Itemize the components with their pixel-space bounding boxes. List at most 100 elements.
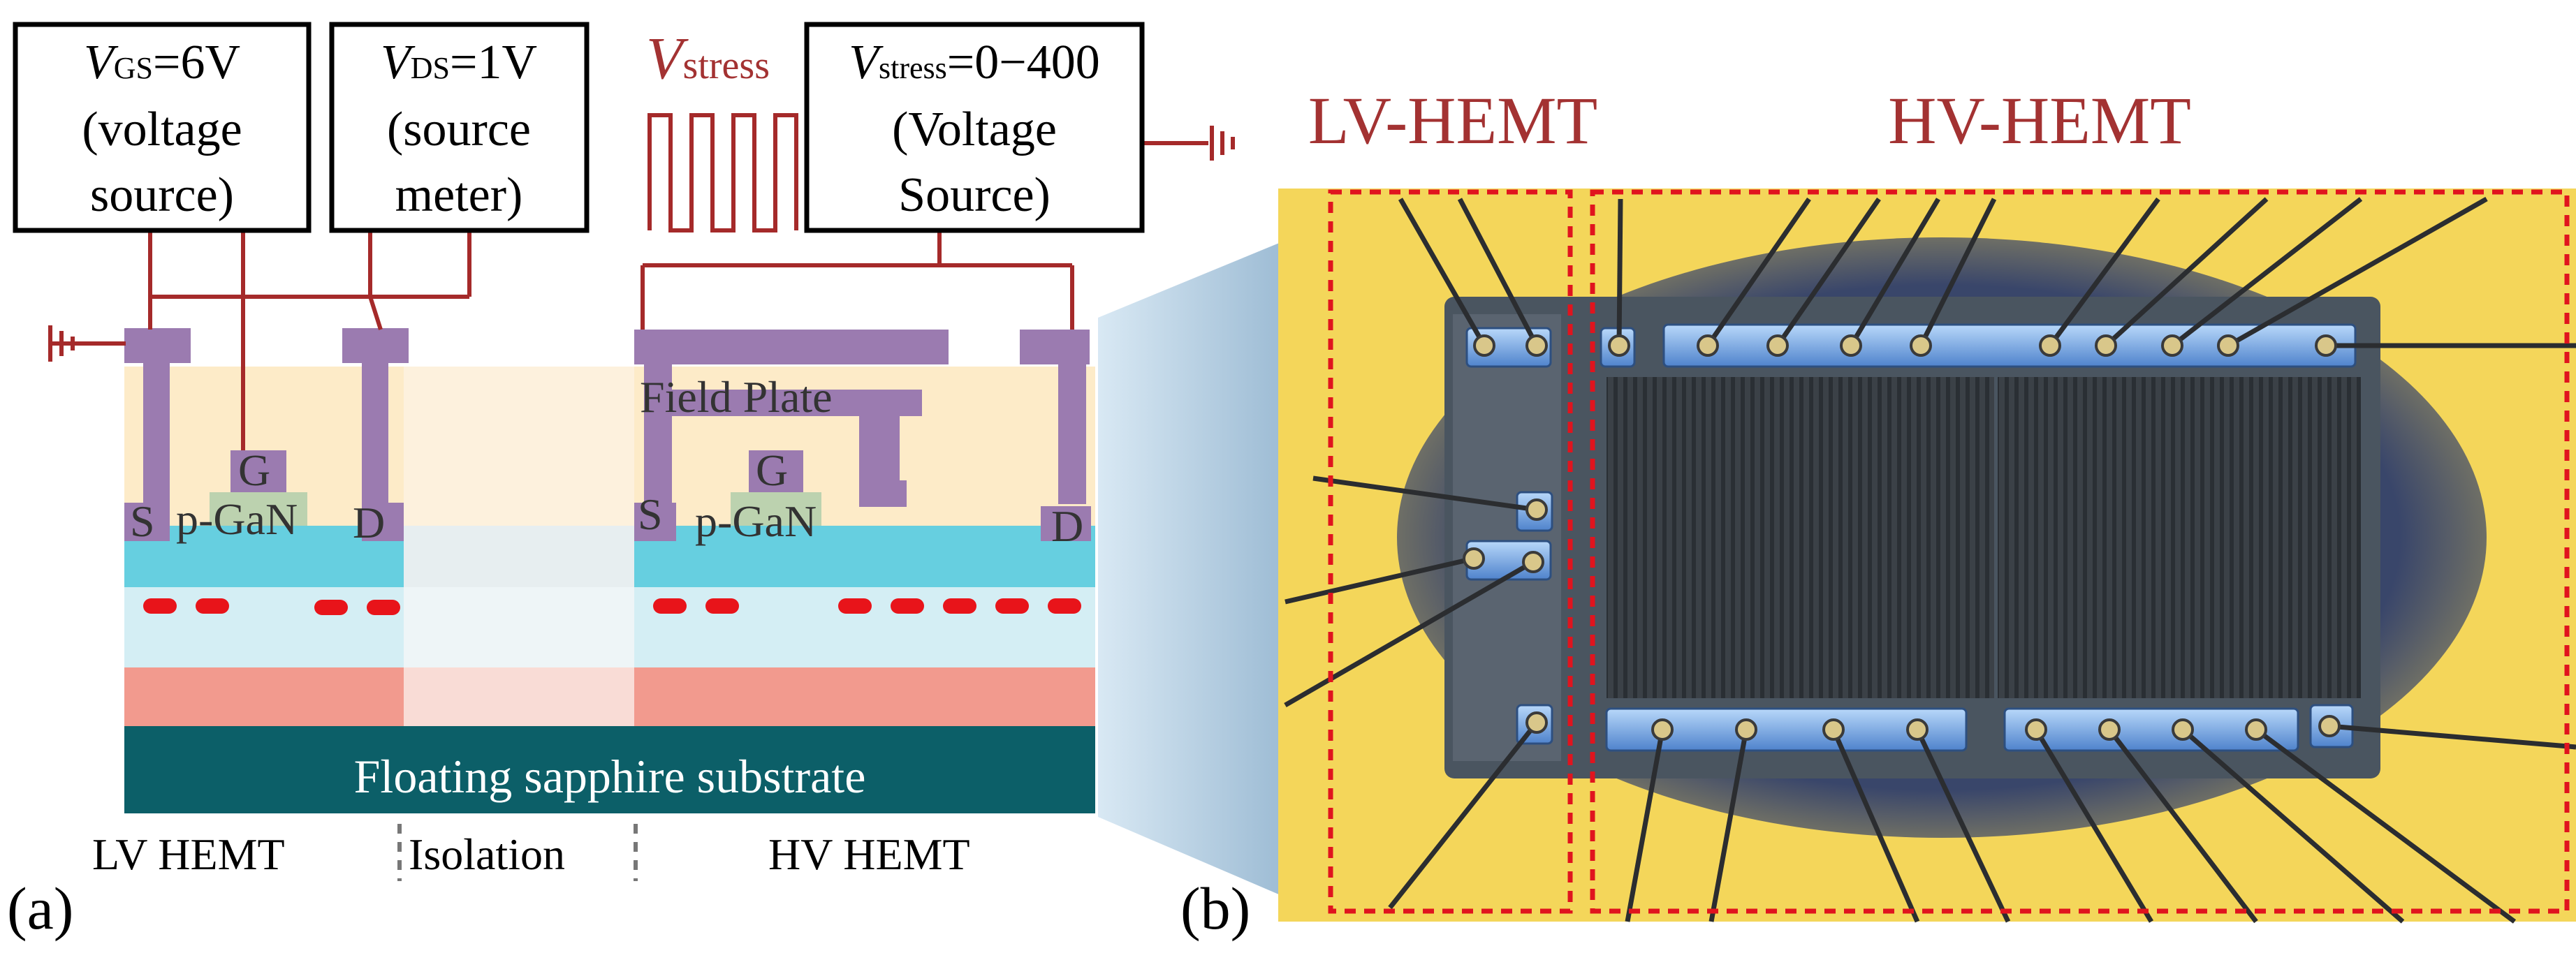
hv-pgan-label: p-GaN xyxy=(695,496,817,546)
bond-ball xyxy=(2315,334,2337,357)
bond-pad xyxy=(1605,707,1968,752)
field-plate-tip xyxy=(859,480,907,507)
vstress-line3: Source) xyxy=(898,168,1051,222)
lv-metal xyxy=(124,328,409,541)
hv-hemt-title: HV-HEMT xyxy=(1888,83,2191,158)
lv-pgan-label: p-GaN xyxy=(176,494,298,544)
bond-ball xyxy=(2318,715,2341,737)
vds-symbol: V xyxy=(381,36,416,89)
2deg-dash xyxy=(314,600,348,615)
bond-ball xyxy=(2095,334,2117,357)
isolation-label: Isolation xyxy=(409,829,565,879)
lv-source-pad xyxy=(124,503,170,541)
vstress-line2: (Voltage xyxy=(892,103,1057,156)
vds-line3: meter) xyxy=(395,168,523,222)
substrate-label: Floating sapphire substrate xyxy=(354,750,866,803)
hv-drain-label: D xyxy=(1051,501,1083,551)
hv-buffer-layer xyxy=(634,667,1095,726)
bond-ball xyxy=(1910,334,1932,357)
vgs-symbol: V xyxy=(84,36,119,89)
field-plate-label: Field Plate xyxy=(640,372,833,422)
2deg-dashes xyxy=(143,598,1081,615)
bond-ball xyxy=(2039,334,2061,357)
2deg-dash xyxy=(196,598,229,614)
hv-source-label: S xyxy=(638,489,663,539)
panel-a-label: (a) xyxy=(7,875,73,942)
hv-finger-array-right xyxy=(1998,377,2361,698)
isolation-channel xyxy=(404,587,634,667)
hv-source-top xyxy=(634,330,949,364)
2deg-dash xyxy=(838,598,872,614)
panel-b-label: (b) xyxy=(1180,875,1250,942)
svg-text:Vstress=0−400: Vstress=0−400 xyxy=(849,36,1100,89)
bond-wires xyxy=(1284,196,2576,924)
hv-source-via xyxy=(644,330,672,504)
ground-symbol-hv xyxy=(1210,126,1235,161)
vgs-line2: (voltage xyxy=(82,103,242,156)
bond-ball xyxy=(1608,334,1630,357)
lv-gate-label: G xyxy=(238,445,270,495)
vds-subscript: DS xyxy=(411,51,450,85)
bond-ball xyxy=(1651,718,1674,741)
vstress-value: =0−400 xyxy=(947,36,1100,89)
2deg-dash xyxy=(891,598,924,614)
bond-ball xyxy=(2245,718,2267,741)
bond-ball xyxy=(1697,334,1719,357)
vgs-subscript: GS xyxy=(114,51,153,85)
hv-source-pad xyxy=(634,503,676,541)
2deg-dash xyxy=(143,598,177,614)
hv-metal xyxy=(634,330,1091,541)
bond-ball xyxy=(2217,334,2239,357)
svg-text:VGS=6V: VGS=6V xyxy=(84,36,240,89)
bond-ball xyxy=(1525,499,1548,521)
isolation-passivation xyxy=(404,367,634,526)
zoom-fan xyxy=(1098,230,1310,908)
lv-drain-label: D xyxy=(353,498,385,547)
lv-buffer-layer xyxy=(124,667,404,726)
bond-ball xyxy=(1766,334,1789,357)
device-cross-section xyxy=(124,328,1095,813)
2deg-dash xyxy=(367,600,400,615)
hv-hemt-label: HV HEMT xyxy=(768,829,970,879)
vds-box: VDS=1V (source meter) xyxy=(329,22,590,233)
lv-pgan xyxy=(210,492,307,526)
2deg-dash xyxy=(705,598,739,614)
lv-drain-pad xyxy=(362,503,404,541)
bond-balls xyxy=(1463,334,2341,741)
hv-hemt-highlight xyxy=(1590,189,2570,914)
2deg-dash xyxy=(995,598,1029,614)
hv-drain-pad xyxy=(1041,506,1091,541)
bond-ball xyxy=(1906,718,1929,741)
panel-a: VGS=6V (voltage source) VDS=1V (source m… xyxy=(7,22,1235,942)
lv-barrier-layer xyxy=(124,526,404,587)
vstress-box: Vstress=0−400 (Voltage Source) xyxy=(804,22,1145,233)
vds-value: =1V xyxy=(450,36,537,89)
hv-gate-label: G xyxy=(756,445,788,495)
lv-source-label: S xyxy=(130,496,155,546)
bond-ball xyxy=(1525,711,1548,734)
svg-text:VDS=1V: VDS=1V xyxy=(381,36,537,89)
vgs-value: =6V xyxy=(153,36,240,89)
vstress-symbol: V xyxy=(849,36,884,89)
bond-ball xyxy=(1525,334,1548,357)
bond-ball xyxy=(2172,718,2194,741)
isolation-buffer xyxy=(404,667,634,726)
hv-finger-array-left xyxy=(1607,377,1994,698)
pulse-label-subscript: stress xyxy=(683,44,770,87)
bond-pad xyxy=(2003,707,2299,752)
hv-barrier-layer xyxy=(634,526,1095,587)
bond-ball xyxy=(1463,547,1485,570)
lv-gate-metal xyxy=(230,450,286,492)
pulse-label-symbol: V xyxy=(646,24,689,91)
isolation-barrier xyxy=(404,526,634,587)
lv-hemt-highlight xyxy=(1328,189,1573,914)
bond-ball xyxy=(1822,718,1845,741)
bond-ball xyxy=(2098,718,2121,741)
hv-gate-metal xyxy=(749,450,803,492)
ground-symbol-lv xyxy=(48,325,75,362)
bond-ball xyxy=(1473,334,1495,357)
lv-source-via xyxy=(143,328,170,503)
2deg-dash xyxy=(653,598,687,614)
bond-ball xyxy=(1735,718,1757,741)
hv-pgan xyxy=(731,492,821,526)
